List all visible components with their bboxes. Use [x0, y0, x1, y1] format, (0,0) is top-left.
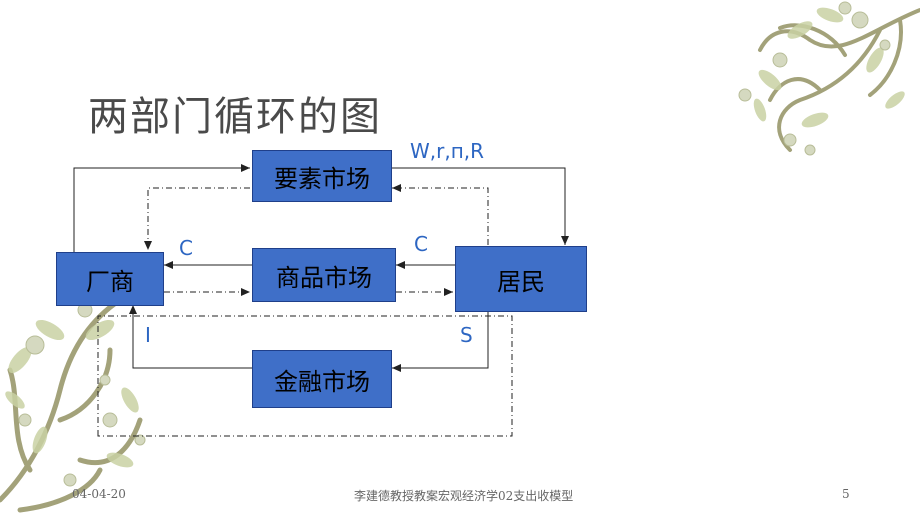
flow-households-to-financial: [392, 312, 489, 372]
flow-factor-to-households: [390, 167, 569, 245]
financial-market-box: 金融市场: [252, 350, 392, 408]
page-number: 5: [842, 487, 850, 501]
investment-label: I: [145, 323, 151, 347]
footer-date: 04-04-20: [72, 487, 126, 501]
financial-market-label: 金融市场: [274, 367, 370, 396]
goods-market-box: 商品市场: [252, 248, 396, 302]
flow-households-factor-supply: [392, 184, 489, 245]
households-box: 居民: [455, 246, 587, 312]
factor-income-label: W,r,п,R: [410, 139, 485, 163]
firms-label: 厂商: [86, 267, 134, 296]
flow-factor-to-firms-dashed: [144, 187, 250, 250]
flow-firms-to-factor: [73, 164, 250, 252]
consumption-left-label: C: [179, 236, 193, 260]
flow-financial-to-firms: [129, 305, 252, 369]
factor-market-box: 要素市场: [252, 150, 392, 202]
flow-financial-outer-loop: [97, 315, 513, 437]
factor-market-label: 要素市场: [274, 164, 370, 193]
households-label: 居民: [497, 267, 545, 296]
footer-text: 李建德教授教案宏观经济学02支出收模型: [354, 489, 574, 503]
goods-market-label: 商品市场: [276, 263, 372, 292]
saving-label: S: [460, 323, 473, 347]
consumption-right-label: C: [414, 232, 428, 256]
firms-box: 厂商: [56, 252, 164, 306]
slide-title: 两部门循环的图: [88, 94, 382, 140]
